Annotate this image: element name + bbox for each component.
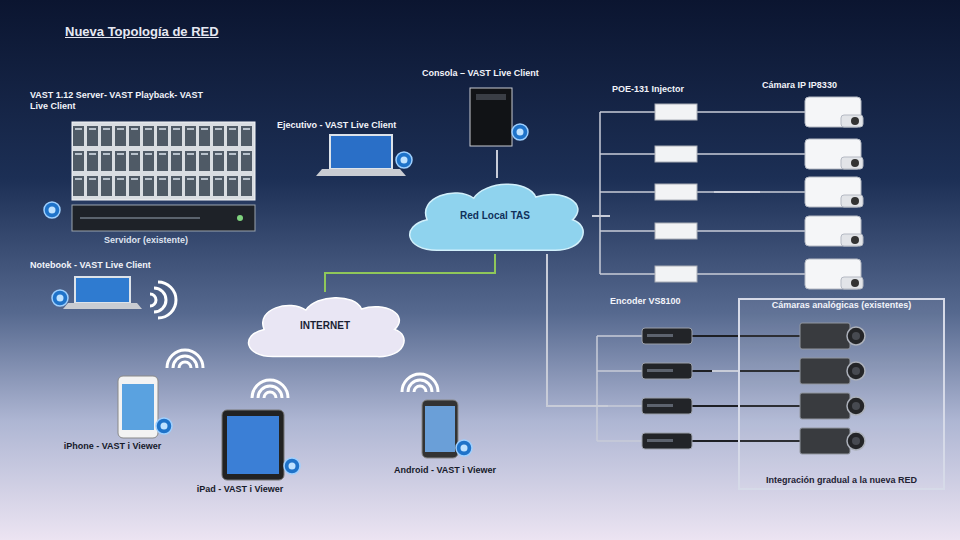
- lan-cloud: Red Local TAS: [398, 178, 592, 254]
- poe-injector: [655, 104, 697, 120]
- network-link: [325, 254, 495, 292]
- node-label: Android - VAST i Viewer: [380, 465, 510, 476]
- poe-injector: [655, 266, 697, 282]
- vast-badge: [284, 458, 300, 474]
- wifi-arc: [414, 386, 426, 392]
- laptop-screen: [75, 277, 130, 303]
- wifi-symbol: [402, 374, 438, 392]
- ip-camera-group: Cámara IP IP8330: [760, 80, 884, 295]
- wifi-arc: [154, 288, 166, 312]
- wifi-arc: [167, 350, 203, 368]
- poe-injector: [655, 223, 697, 239]
- node-label: Red Local TAS: [400, 210, 590, 222]
- wifi-arc: [402, 374, 438, 392]
- ip-camera: [805, 97, 863, 127]
- network-link: [592, 215, 610, 217]
- wire: [597, 336, 642, 441]
- server-bays: [72, 124, 255, 199]
- vast-badge: [396, 152, 412, 168]
- node-label: Cámaras analógicas (existentes): [742, 300, 941, 311]
- encoder-wiring: [597, 336, 642, 441]
- legacy-camera-panel: Cámaras analógicas (existentes) Integraci…: [738, 298, 945, 490]
- node-label: INTERNET: [240, 320, 410, 332]
- android-body: [422, 400, 458, 458]
- console-node: Consola – VAST Live Client: [420, 68, 574, 150]
- laptop-node: Ejecutivo - VAST Live Client: [275, 120, 429, 178]
- server-node: VAST 1.12 Server- VAST Playback- VAST Li…: [28, 90, 264, 248]
- ipad-node: iPad - VAST i Viewer: [168, 405, 312, 497]
- vast-badge: [156, 418, 172, 434]
- server-rack-unit: [72, 205, 255, 231]
- node-label: Encoder VS8100: [610, 296, 710, 307]
- encoder: [642, 398, 692, 414]
- injector-group: POE-131 Injector: [610, 84, 714, 286]
- poe-injector: [655, 184, 697, 200]
- wire: [600, 112, 655, 274]
- vast-badge: [512, 124, 528, 140]
- node-label: POE-131 Injector: [612, 84, 712, 95]
- node-label: Servidor (existente): [30, 235, 262, 246]
- network-link: [496, 150, 498, 178]
- wire: [596, 336, 598, 441]
- rack-led: [237, 215, 243, 221]
- iphone-node: iPhone - VAST i Viewer: [43, 372, 182, 454]
- laptop-screen: [330, 135, 392, 169]
- poe-wiring: [600, 112, 805, 274]
- node-label: VAST 1.12 Server- VAST Playback- VAST Li…: [30, 90, 215, 112]
- wifi-symbol: [150, 282, 176, 318]
- ip-camera: [805, 177, 863, 207]
- wifi-arc: [158, 282, 176, 318]
- node-label: Integración gradual a la nueva RED: [742, 475, 941, 486]
- network-link: [712, 370, 738, 372]
- wifi-arc: [173, 356, 197, 368]
- wifi-arc: [150, 294, 156, 306]
- wifi-arc: [179, 362, 191, 368]
- vast-badge: [44, 202, 60, 218]
- android-node: Android - VAST i Viewer: [378, 398, 512, 478]
- encoder: [642, 363, 692, 379]
- internet-cloud: INTERNET: [238, 292, 412, 360]
- node-label: iPad - VAST i Viewer: [170, 484, 310, 495]
- encoder: [642, 433, 692, 449]
- rack-detail: [80, 217, 200, 219]
- node-label: Notebook - VAST Live Client: [30, 260, 180, 271]
- ipad-body: [222, 410, 284, 480]
- diagram-title: Nueva Topología de RED: [65, 24, 219, 39]
- ip-camera: [805, 216, 863, 246]
- encoder-group: Encoder VS8100: [608, 296, 712, 452]
- wifi-arc: [252, 380, 288, 398]
- encoder: [642, 328, 692, 344]
- wifi-symbol: [252, 380, 288, 398]
- vast-badge: [52, 290, 68, 306]
- network-link: [714, 191, 760, 193]
- node-label: Ejecutivo - VAST Live Client: [277, 120, 427, 131]
- node-label: Consola – VAST Live Client: [422, 68, 572, 79]
- laptop-base: [316, 169, 406, 176]
- laptop-base: [63, 303, 142, 309]
- tower-bay: [476, 94, 506, 100]
- ip-camera: [805, 139, 863, 169]
- iphone-screen: [122, 384, 154, 430]
- notebook-node: Notebook - VAST Live Client: [28, 260, 182, 312]
- wifi-arc: [408, 380, 432, 392]
- ip-camera: [805, 259, 863, 289]
- iphone-body: [118, 376, 158, 438]
- network-link: [547, 254, 608, 406]
- node-label: Cámara IP IP8330: [762, 80, 882, 91]
- tower-case: [470, 88, 512, 146]
- wifi-arc: [258, 386, 282, 398]
- server-array: [72, 122, 255, 200]
- wifi-symbol: [167, 350, 203, 368]
- vast-badge: [456, 440, 472, 456]
- wire: [599, 112, 601, 274]
- wire: [697, 112, 805, 274]
- node-label: iPhone - VAST i Viewer: [45, 441, 180, 452]
- wifi-arc: [264, 392, 276, 398]
- ipad-screen: [227, 416, 279, 474]
- android-screen: [425, 406, 455, 452]
- poe-injector: [655, 146, 697, 162]
